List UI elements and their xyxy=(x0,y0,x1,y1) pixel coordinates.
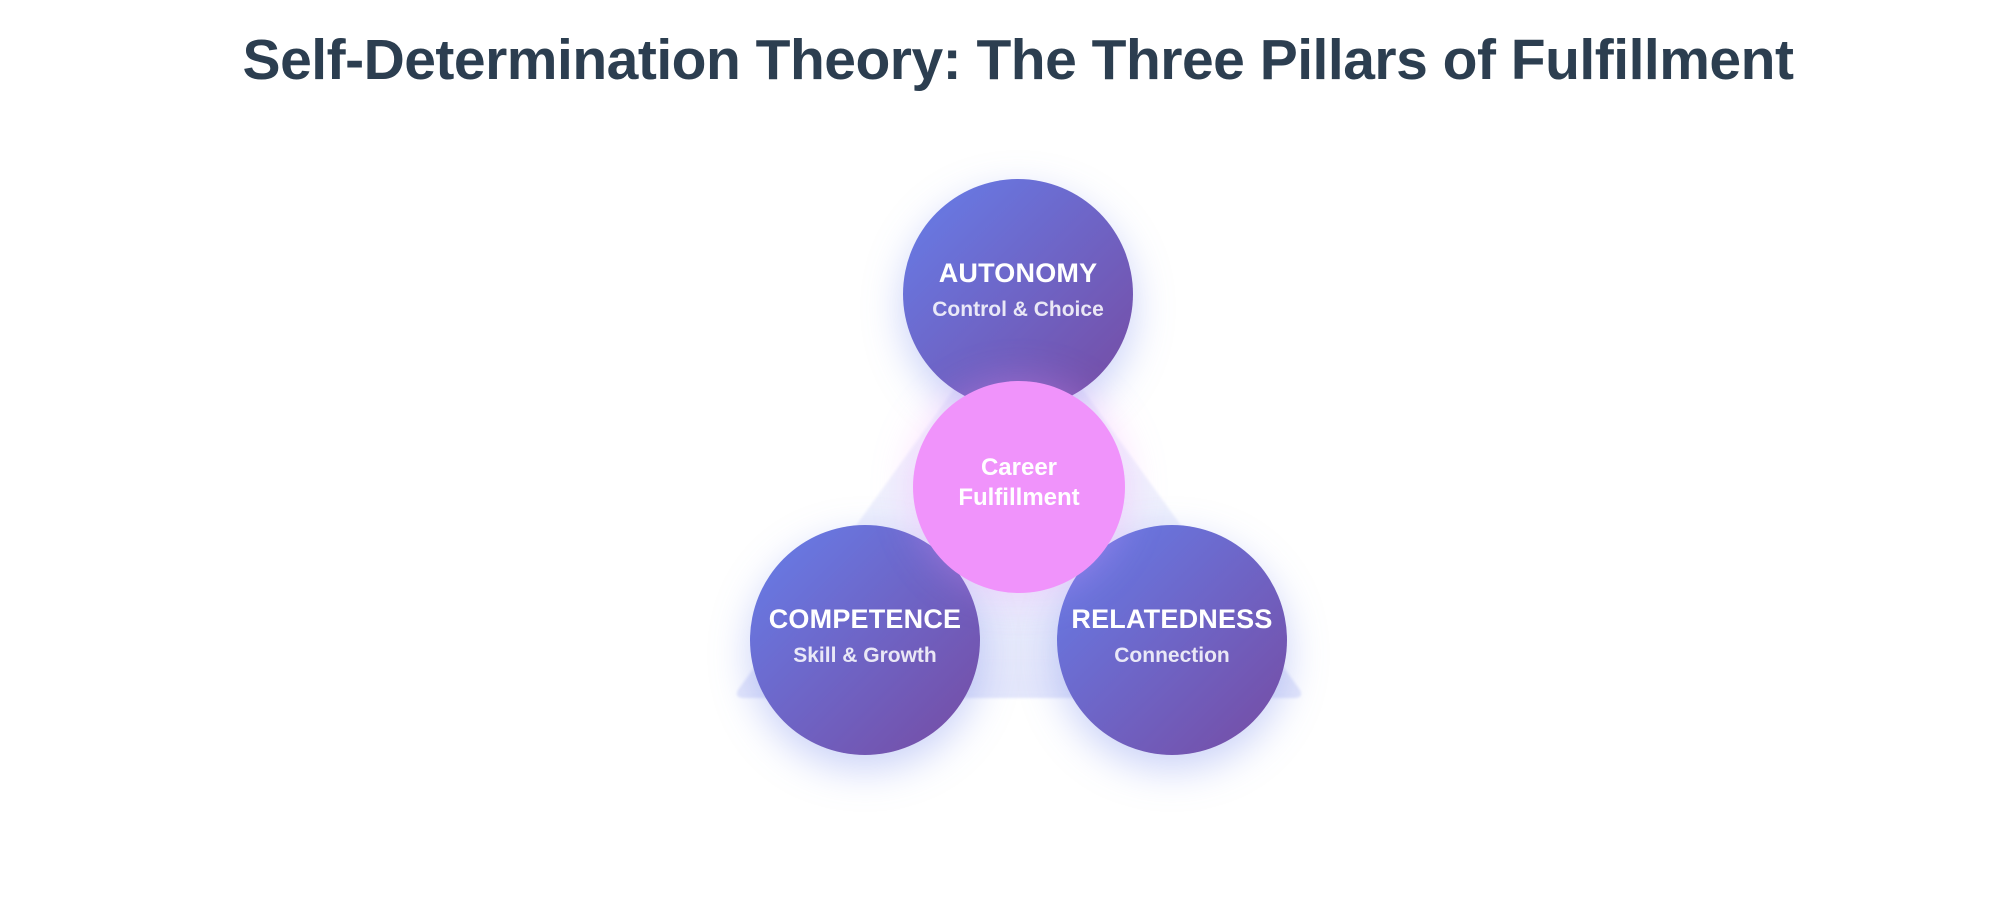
pillar-description: Skill & Growth xyxy=(793,644,937,667)
pillar-autonomy: AUTONOMY Control & Choice xyxy=(903,179,1133,409)
pillar-name: RELATEDNESS xyxy=(1071,604,1273,634)
pillar-relatedness: RELATEDNESS Connection xyxy=(1057,525,1287,755)
pillar-name: COMPETENCE xyxy=(768,604,962,634)
center-label-line2: Fulfillment xyxy=(958,484,1080,511)
pillar-description: Control & Choice xyxy=(932,298,1104,321)
pillar-competence: COMPETENCE Skill & Growth xyxy=(750,525,980,755)
pillar-description: Connection xyxy=(1114,644,1230,667)
center-career-fulfillment: Career Fulfillment xyxy=(913,381,1125,593)
pillar-name: AUTONOMY xyxy=(938,258,1098,288)
center-label-line1: Career xyxy=(980,454,1058,481)
page-title: Self-Determination Theory: The Three Pil… xyxy=(242,28,1794,92)
